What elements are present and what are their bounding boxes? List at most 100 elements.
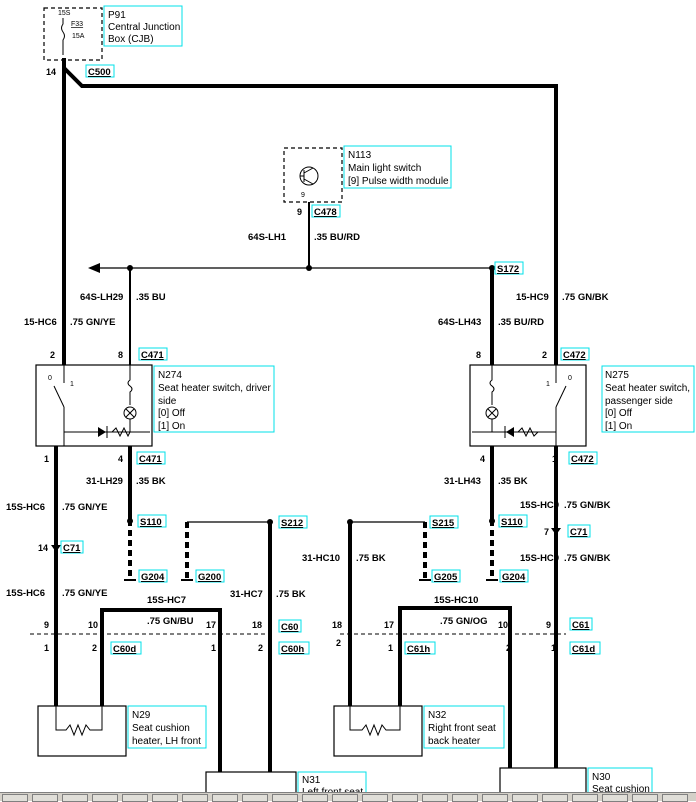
n30-desc1: Seat cushion [592,784,650,795]
wire-15-hc9-spec: .75 GN/BK [562,292,609,303]
n29-desc2: heater, LH front [132,736,201,747]
svg-text:18: 18 [332,620,342,630]
svg-text:1: 1 [546,381,550,388]
wire-64s-lh29-spec: .35 BU [136,292,166,303]
toolbar-button[interactable] [62,794,88,802]
g200-box [195,569,225,583]
toolbar-button[interactable] [272,794,298,802]
connector-c71-right: C71 [570,527,588,538]
p91-fuse-id: F33 [71,21,83,28]
connector-c478: C478 [314,207,337,218]
svg-text:1: 1 [70,381,74,388]
n275-label-box [601,365,695,433]
n274-desc2: side [158,396,177,407]
n274-pin-tl: 2 [50,350,55,360]
n275-pin-tr: 2 [542,350,547,360]
toolbar-button[interactable] [482,794,508,802]
wire-15s-hc7-spec: .75 GN/BU [147,616,194,627]
n29-desc1: Seat cushion [132,723,190,734]
toolbar-button[interactable] [122,794,148,802]
c500-box [85,64,115,78]
connector-c61d: C61d [572,644,595,655]
toolbar-button[interactable] [2,794,28,802]
connector-c61: C61 [572,620,590,631]
diode-icon [98,427,106,437]
toolbar-button[interactable] [452,794,478,802]
toolbar-button[interactable] [212,794,238,802]
svg-text:18: 18 [252,620,262,630]
n32-box [333,705,423,757]
n113-name: N113 [348,150,372,161]
resistor-icon [489,365,495,405]
c61h-box [404,641,436,655]
wire-15-hc6-spec: .75 GN/YE [70,317,115,328]
g205-box [431,569,461,583]
toolbar-button[interactable] [662,794,688,802]
wire-31-hc7-spec: .75 BK [276,589,306,600]
wire-31-hc7-code: 31-HC7 [230,589,263,600]
n29-box [37,705,127,757]
n113-pin-small: 9 [301,192,305,199]
g204b-box [499,569,529,583]
toolbar-button[interactable] [392,794,418,802]
wire-15s-hc9-spec-a: .75 GN/BK [564,500,611,511]
wire-31-lh43-spec: .35 BK [498,476,528,487]
n31-name: N31 [302,775,321,786]
wire-31-lh29-spec: .35 BK [136,476,166,487]
toolbar-button[interactable] [92,794,118,802]
toolbar-button[interactable] [362,794,388,802]
n29-label-box [127,705,207,749]
c472-bot-box [568,451,598,465]
switch-icon [472,365,567,446]
wire-15s-hc6-spec-b: .75 GN/YE [62,588,107,599]
n275-pin-bl: 4 [480,454,485,464]
n274-label-box [153,365,275,433]
toolbar-button[interactable] [602,794,628,802]
ground-g204-left: G204 [141,572,165,583]
toolbar-button[interactable] [542,794,568,802]
toolbar-button[interactable] [182,794,208,802]
s215-box [429,515,459,529]
n274-pin-tr: 8 [118,350,123,360]
c478-box [311,204,341,218]
p91-fuse-amp: 15A [72,33,85,40]
toolbar-button[interactable] [32,794,58,802]
toolbar-button[interactable] [512,794,538,802]
wire-15-hc6-code: 15-HC6 [24,317,57,328]
splice-s215: S215 [432,518,455,529]
ground-g200: G200 [198,572,221,583]
toolbar-button[interactable] [242,794,268,802]
svg-text:10: 10 [88,620,98,630]
toolbar-button[interactable] [152,794,178,802]
wire-64s-lh43-code: 64S-LH43 [438,317,481,328]
n274-desc1: Seat heater switch, driver [158,383,271,394]
toolbar-button[interactable] [632,794,658,802]
c71a-box [60,540,84,554]
svg-text:2: 2 [336,638,341,648]
wire-31-hc10-spec: .75 BK [356,553,386,564]
n30-name: N30 [592,772,611,783]
n275-state1: [1] On [605,421,632,432]
n274-state0: [0] Off [158,408,185,419]
wire-15-hc9-code: 15-HC9 [516,292,549,303]
n113-dashed-box [283,147,343,203]
toolbar-button[interactable] [332,794,358,802]
toolbar-button[interactable] [422,794,448,802]
wire-64s-lh1-spec: .35 BU/RD [314,232,360,243]
c60-box [278,619,302,633]
n29-name: N29 [132,710,151,721]
wire-15-hc9 [62,66,558,365]
c471-top-box [138,347,168,361]
p91-name: P91 [108,10,126,21]
svg-text:9: 9 [546,620,551,630]
svg-text:1: 1 [388,643,393,653]
n275-pin-tl: 8 [476,350,481,360]
s172-box [494,261,524,275]
connector-c60: C60 [281,622,298,633]
toolbar-button[interactable] [572,794,598,802]
n274-state1: [1] On [158,421,185,432]
wire-64s-lh1-code: 64S-LH1 [248,232,287,243]
toolbar-button[interactable] [302,794,328,802]
connector-c472-bot: C472 [571,454,594,465]
